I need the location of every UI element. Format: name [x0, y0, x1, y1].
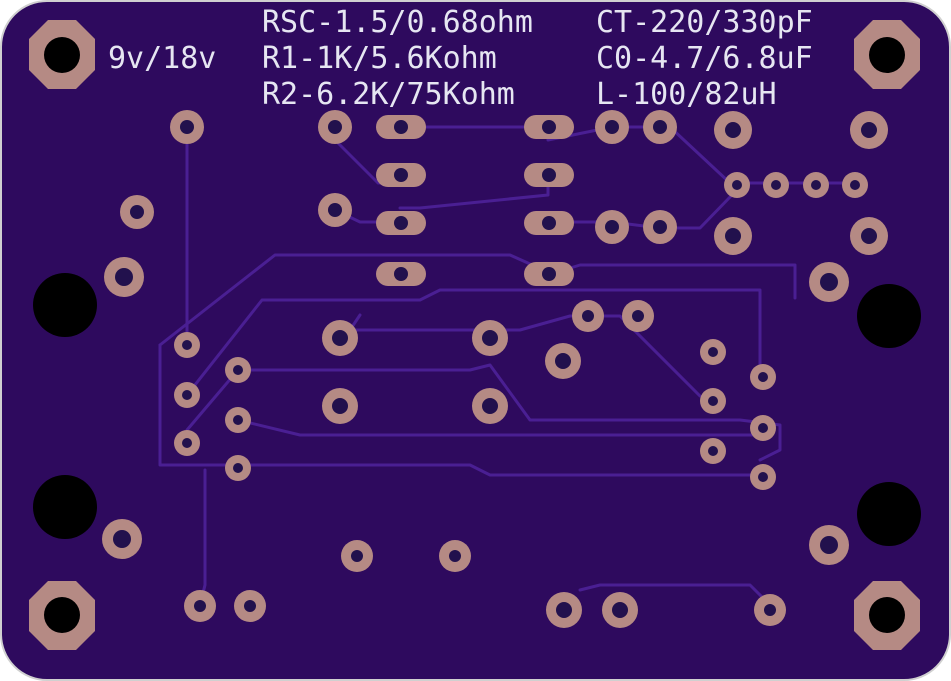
ic-pads	[376, 115, 574, 286]
through-hole-pad	[714, 111, 752, 149]
through-hole-pad	[750, 415, 776, 441]
through-hole-pad	[643, 110, 677, 144]
ic-pad-right-2	[524, 163, 574, 187]
silk-ct-value: CT-220/330pF	[596, 5, 813, 40]
ic-pad-left-4	[376, 262, 426, 286]
through-hole-pad	[850, 111, 888, 149]
through-hole-pad	[602, 592, 638, 628]
unplated-hole	[33, 273, 97, 337]
unplated-hole	[857, 284, 921, 348]
silk-rsc-value: RSC-1.5/0.68ohm	[262, 5, 533, 40]
silk-r2-value: R2-6.2K/75Kohm	[262, 77, 515, 112]
through-hole-pad	[472, 388, 508, 424]
silk-c0-value: C0-4.7/6.8uF	[596, 41, 813, 76]
ic-pad-right-1	[524, 115, 574, 139]
through-hole-pad	[225, 357, 251, 383]
through-hole-pad	[700, 339, 726, 365]
through-hole-pad	[184, 590, 216, 622]
through-hole-pad	[170, 110, 204, 144]
through-hole-pad	[174, 332, 200, 358]
through-hole-pad	[714, 217, 752, 255]
ic-pad-right-4	[524, 262, 574, 286]
through-hole-pad	[104, 257, 144, 297]
through-hole-pad	[234, 590, 266, 622]
through-hole-pad	[842, 172, 868, 198]
through-hole-pad	[120, 195, 154, 229]
through-hole-pad	[750, 464, 776, 490]
through-hole-pad	[174, 382, 200, 408]
unplated-hole	[857, 482, 921, 546]
mount-hole-top-left	[29, 20, 95, 89]
unplated-holes	[33, 273, 921, 546]
through-hole-pad	[318, 110, 352, 144]
ic-pad-left-3	[376, 211, 426, 235]
through-hole-pad	[225, 455, 251, 481]
through-hole-pad	[803, 172, 829, 198]
mount-hole-bottom-right	[854, 581, 920, 650]
through-hole-pad	[595, 110, 629, 144]
through-hole-pad	[546, 592, 582, 628]
through-hole-pad	[572, 300, 604, 332]
through-hole-pad	[322, 388, 358, 424]
through-hole-pad	[750, 364, 776, 390]
through-hole-pad	[545, 343, 581, 379]
through-hole-pad	[595, 210, 629, 244]
through-hole-pad	[472, 320, 508, 356]
silkscreen: 9v/18v RSC-1.5/0.68ohm R1-1K/5.6Kohm R2-…	[108, 5, 813, 112]
silk-l-value: L-100/82uH	[596, 77, 777, 112]
through-hole-pad	[809, 525, 849, 565]
through-hole-pad	[174, 430, 200, 456]
mounting-holes	[29, 20, 920, 650]
mount-hole-bottom-left	[29, 581, 95, 650]
through-hole-pad	[622, 300, 654, 332]
through-hole-pad	[850, 217, 888, 255]
through-hole-pad	[700, 388, 726, 414]
mount-hole-top-right	[854, 20, 920, 89]
through-hole-pad	[102, 519, 142, 559]
through-hole-pad	[225, 407, 251, 433]
through-hole-pad	[322, 320, 358, 356]
through-hole-pad	[318, 193, 352, 227]
through-hole-pad	[763, 172, 789, 198]
ic-pad-left-2	[376, 163, 426, 187]
silk-r1-value: R1-1K/5.6Kohm	[262, 41, 497, 76]
ic-pad-right-3	[524, 211, 574, 235]
through-hole-pad	[700, 438, 726, 464]
through-hole-pads	[102, 110, 888, 628]
through-hole-pad	[643, 210, 677, 244]
unplated-hole	[33, 475, 97, 539]
ic-pad-left-1	[376, 115, 426, 139]
through-hole-pad	[809, 262, 849, 302]
through-hole-pad	[341, 540, 373, 572]
through-hole-pad	[754, 594, 786, 626]
through-hole-pad	[439, 540, 471, 572]
silk-supply-voltage: 9v/18v	[108, 41, 216, 76]
through-hole-pad	[724, 172, 750, 198]
